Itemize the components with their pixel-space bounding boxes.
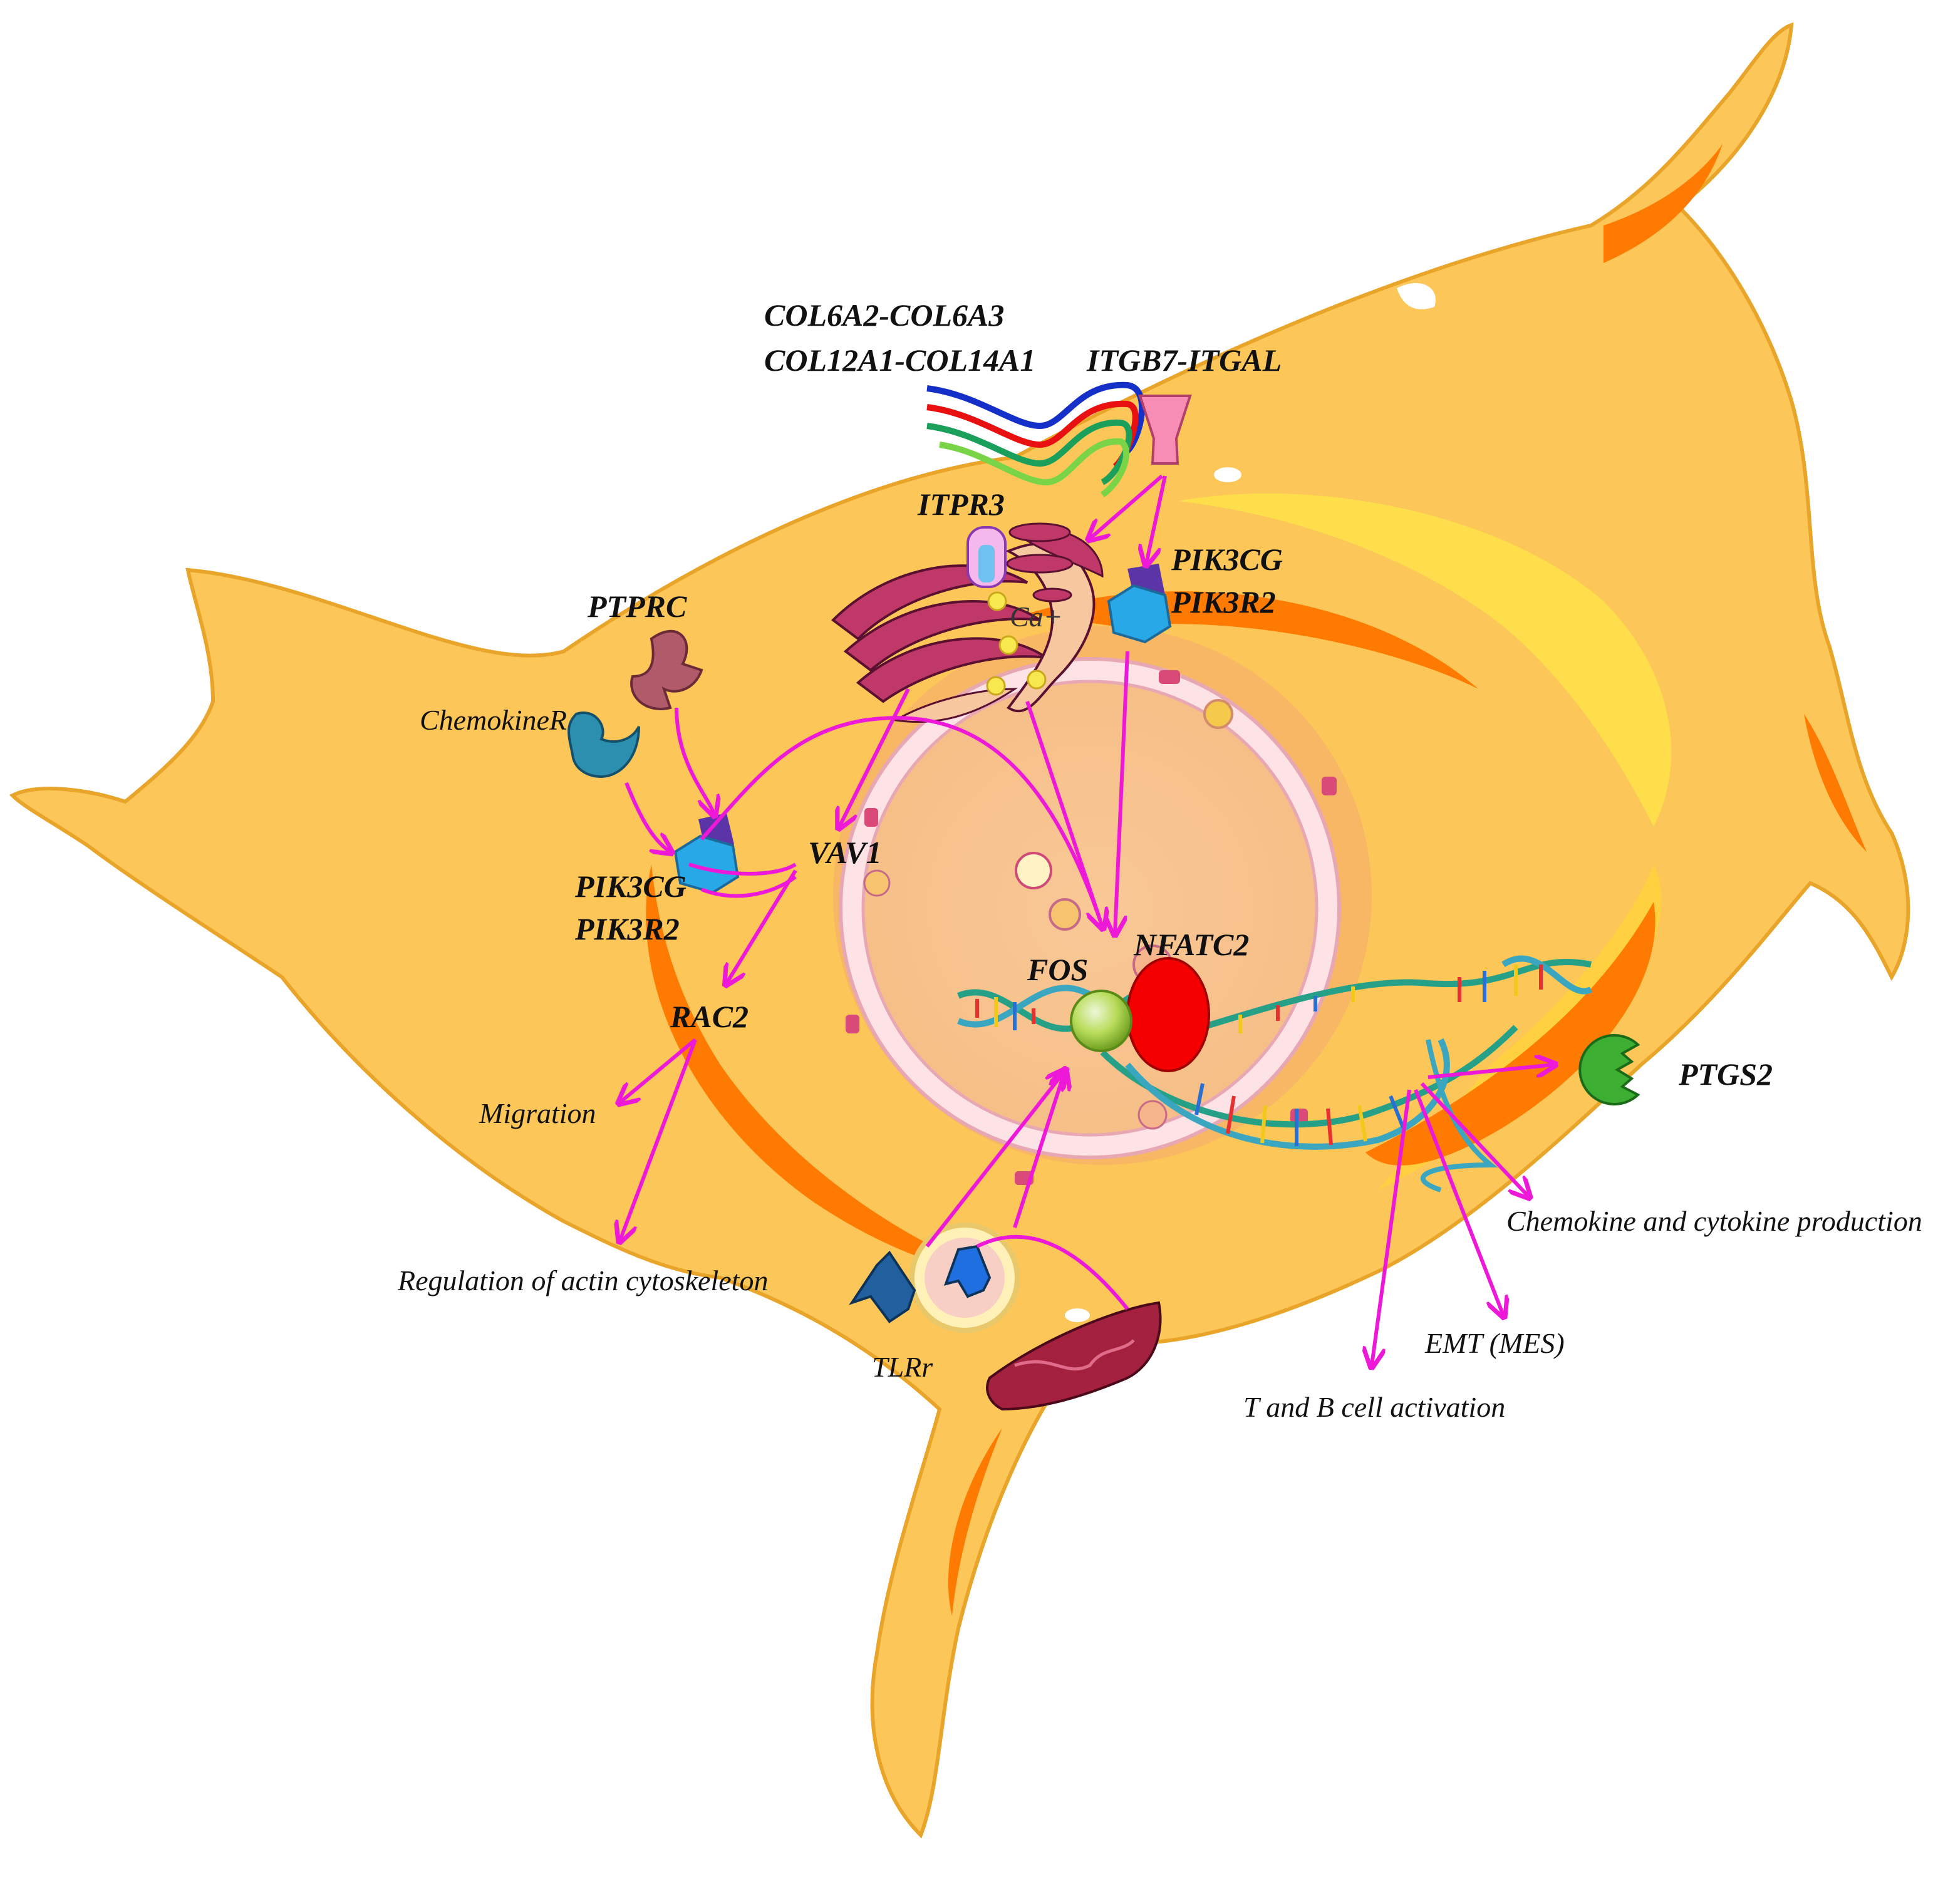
nfatc2-label: NFATC2 <box>1133 927 1249 962</box>
chemokine-receptor <box>567 711 640 779</box>
migration-label: Migration <box>479 1097 596 1129</box>
golgi-apparatus <box>831 522 1104 723</box>
collagen-fibers <box>926 381 1145 498</box>
actin-regulation-label: Regulation of actin cytoskeleton <box>397 1265 768 1296</box>
tlr-label: TLRr <box>872 1351 933 1383</box>
ptgs2-enzyme <box>1578 1034 1640 1105</box>
fos-protein <box>1070 990 1132 1052</box>
pik3r2-top-label: PIK3R2 <box>1171 584 1276 619</box>
mitochondrion <box>986 1301 1162 1411</box>
labels: COL6A2-COL6A3 COL12A1-COL14A1 ITGB7-ITGA… <box>397 298 1922 1423</box>
pik3r2-left-label: PIK3R2 <box>574 911 680 946</box>
chemokine-cytokine-label: Chemokine and cytokine production <box>1506 1205 1922 1237</box>
calcium-vesicles <box>986 591 1047 696</box>
chemokine-receptor-label: ChemokineR <box>420 704 567 736</box>
pi3k-hexagon-left <box>673 813 740 894</box>
nfatc2-protein <box>1126 957 1210 1072</box>
ptprc-label: PTPRC <box>587 589 687 624</box>
collagen-label-1: COL6A2-COL6A3 <box>764 298 1004 333</box>
pi3k-hexagon-top <box>1107 564 1172 644</box>
ptprc-receptor <box>630 629 703 710</box>
tlr-receptor <box>849 1244 992 1323</box>
integrin-receptor <box>1138 395 1192 465</box>
emt-label: EMT (MES) <box>1424 1327 1565 1359</box>
fos-label: FOS <box>1027 952 1088 987</box>
signaling-arrows <box>620 474 1553 1365</box>
vav1-label: VAV1 <box>808 835 882 870</box>
tb-activation-label: T and B cell activation <box>1243 1391 1505 1423</box>
collagen-label-2: COL12A1-COL14A1 <box>764 343 1035 378</box>
pik3cg-left-label: PIK3CG <box>574 869 687 904</box>
pik3cg-top-label: PIK3CG <box>1171 542 1283 577</box>
rac2-label: RAC2 <box>670 999 749 1034</box>
itpr3-channel <box>966 526 1007 588</box>
calcium-label: Ca+ <box>1010 601 1063 633</box>
itpr3-label: ITPR3 <box>917 487 1005 522</box>
integrin-label: ITGB7-ITGAL <box>1086 343 1282 378</box>
ptgs2-label: PTGS2 <box>1678 1057 1773 1092</box>
